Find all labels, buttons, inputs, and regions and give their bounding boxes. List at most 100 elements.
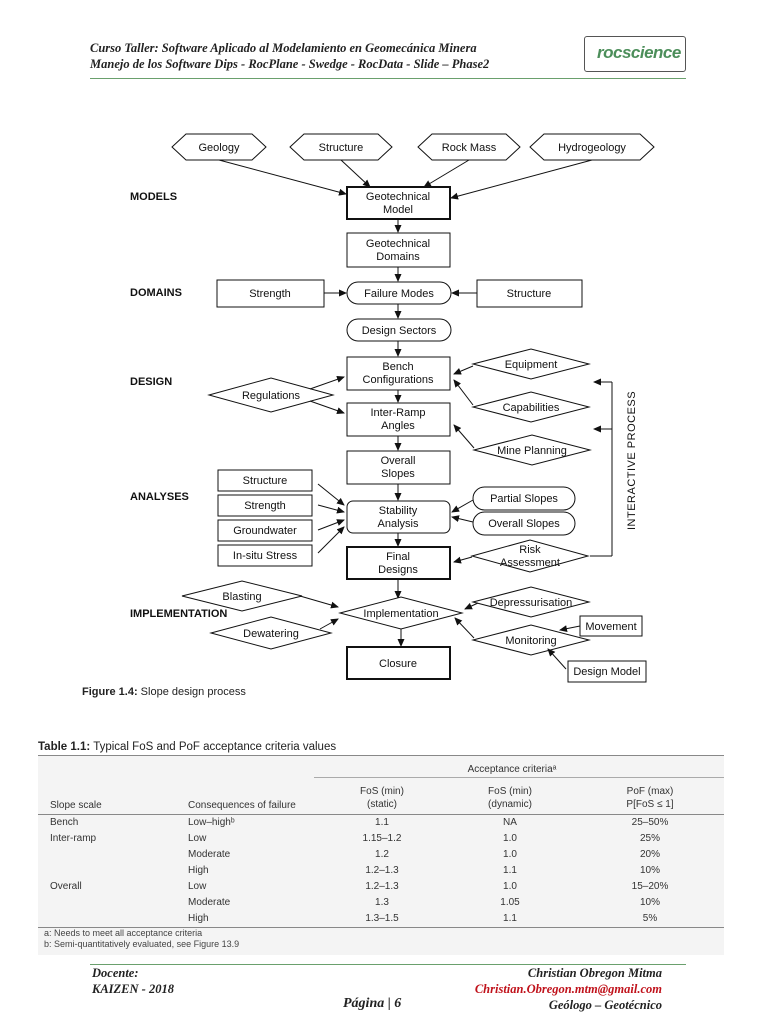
inter-ramp-angles-box bbox=[346, 402, 451, 437]
cell-fos-static: 1.3–1.5 bbox=[365, 913, 399, 924]
cell-consequence: Low–highᵇ bbox=[188, 817, 235, 828]
header-course-title: Curso Taller: Software Aplicado al Model… bbox=[90, 41, 477, 55]
design-sectors-label: Design Sectors bbox=[362, 325, 437, 337]
author-email: Christian.Obregon.mtm@gmail.com bbox=[474, 982, 662, 996]
bench-configurations-box bbox=[346, 356, 451, 391]
strength-input-box bbox=[217, 494, 313, 517]
cell-fos-static: 1.1 bbox=[375, 817, 389, 828]
table-caption-text: Typical FoS and PoF acceptance criteria … bbox=[90, 741, 337, 753]
kaizen-label: KAIZEN - 2018 bbox=[92, 982, 174, 996]
implementation-diamond bbox=[338, 596, 464, 630]
header-software-list: Manejo de los Software Dips - RocPlane -… bbox=[90, 57, 490, 71]
header-fos-dynamic-2: (dynamic) bbox=[488, 799, 532, 810]
depressurisation-diamond bbox=[471, 586, 591, 618]
partial-slopes-label: Partial Slopes bbox=[490, 493, 558, 505]
stability-analysis-line2: Analysis bbox=[378, 518, 419, 530]
mine-planning-label: Mine Planning bbox=[497, 445, 567, 457]
cell-pof: 25% bbox=[639, 833, 661, 844]
cell-slope-scale: Inter-ramp bbox=[50, 833, 97, 844]
hydrogeology-hexagon bbox=[529, 133, 655, 161]
design-model-box bbox=[567, 660, 647, 683]
closure-box bbox=[346, 646, 451, 680]
header-pof-1: PoF (max) bbox=[626, 786, 674, 797]
rocscience-logo: rocscience bbox=[584, 36, 686, 72]
mine-planning-diamond bbox=[472, 434, 592, 466]
design-model-label: Design Model bbox=[573, 666, 640, 678]
strength-box bbox=[216, 279, 325, 308]
regulations-label: Regulations bbox=[242, 390, 301, 402]
strength-input-label: Strength bbox=[244, 500, 286, 512]
strength-label: Strength bbox=[249, 288, 291, 300]
rock-mass-hexagon bbox=[417, 133, 521, 161]
acceptance-criteria-table: Acceptance criteriaᵃ Slope scale Consequ… bbox=[38, 755, 724, 955]
cell-pof: 5% bbox=[642, 913, 658, 924]
cell-fos-static: 1.3 bbox=[375, 897, 389, 908]
structure-box bbox=[476, 279, 583, 308]
slope-design-flowchart: MODELS DOMAINS DESIGN ANALYSES IMPLEMENT… bbox=[130, 133, 655, 683]
header-fos-static-1: FoS (min) bbox=[360, 786, 404, 797]
depressurisation-label: Depressurisation bbox=[490, 597, 573, 609]
cell-consequence: Moderate bbox=[188, 897, 231, 908]
failure-modes-label: Failure Modes bbox=[364, 288, 434, 300]
capabilities-diamond bbox=[471, 391, 591, 423]
table-caption: Table 1.1: Typical FoS and PoF acceptanc… bbox=[38, 741, 336, 753]
cell-pof: 15–20% bbox=[631, 881, 669, 892]
table-top-rule bbox=[38, 755, 724, 756]
acceptance-criteria-header: Acceptance criteriaᵃ bbox=[467, 764, 557, 775]
implementation-label: Implementation bbox=[363, 608, 438, 620]
closure-label: Closure bbox=[379, 658, 417, 670]
bench-configurations-line1: Bench bbox=[382, 361, 413, 373]
structure-label: Structure bbox=[319, 142, 364, 154]
cell-consequence: High bbox=[188, 913, 209, 924]
cell-fos-dynamic: 1.0 bbox=[503, 833, 517, 844]
logo-text: rocscience bbox=[597, 43, 681, 62]
equipment-label: Equipment bbox=[505, 359, 558, 371]
inter-ramp-angles-line1: Inter-Ramp bbox=[370, 407, 425, 419]
stage-implementation: IMPLEMENTATION bbox=[130, 608, 227, 620]
overall-slopes-ellipse-label: Overall Slopes bbox=[488, 518, 560, 530]
blasting-label: Blasting bbox=[222, 591, 261, 603]
structure-input-box bbox=[217, 469, 313, 492]
bench-configurations-line2: Configurations bbox=[363, 374, 434, 386]
design-sectors-ellipse bbox=[346, 318, 452, 342]
geology-hexagon bbox=[171, 133, 267, 161]
in-situ-stress-input-label: In-situ Stress bbox=[233, 550, 298, 562]
header-pof-2: P[FoS ≤ 1] bbox=[626, 799, 674, 810]
geotechnical-model-line1: Geotechnical bbox=[366, 191, 430, 203]
table-note-a: a: Needs to meet all acceptance criteria bbox=[44, 928, 203, 938]
cell-pof: 10% bbox=[639, 897, 661, 908]
footer-divider bbox=[90, 964, 686, 965]
geology-label: Geology bbox=[199, 142, 240, 154]
cell-consequence: Low bbox=[188, 833, 207, 844]
cell-fos-static: 1.2–1.3 bbox=[365, 865, 399, 876]
cell-fos-dynamic: 1.1 bbox=[503, 913, 517, 924]
cell-fos-dynamic: 1.0 bbox=[503, 881, 517, 892]
cell-pof: 25–50% bbox=[631, 817, 669, 828]
structure-hexagon bbox=[289, 133, 393, 161]
page-header: Curso Taller: Software Aplicado al Model… bbox=[90, 40, 590, 72]
figure-caption: Figure 1.4: Slope design process bbox=[82, 686, 246, 698]
interactive-process-label: INTERACTIVE PROCESS bbox=[626, 391, 638, 530]
risk-assessment-line1: Risk bbox=[519, 544, 541, 556]
author-name: Christian Obregon Mitma bbox=[527, 966, 662, 980]
cell-pof: 20% bbox=[639, 849, 661, 860]
risk-assessment-diamond bbox=[470, 539, 590, 573]
cell-fos-static: 1.2–1.3 bbox=[365, 881, 399, 892]
monitoring-diamond bbox=[471, 624, 591, 656]
cell-fos-static: 1.2 bbox=[375, 849, 389, 860]
capabilities-label: Capabilities bbox=[503, 402, 560, 414]
figure-caption-text: Slope design process bbox=[137, 686, 246, 698]
geotechnical-domains-line2: Domains bbox=[376, 251, 420, 263]
cell-consequence: High bbox=[188, 865, 209, 876]
header-divider bbox=[90, 78, 686, 79]
blasting-diamond bbox=[181, 580, 303, 612]
structure-box-label: Structure bbox=[507, 288, 552, 300]
geotechnical-domains-line1: Geotechnical bbox=[366, 238, 430, 250]
cell-consequence: Moderate bbox=[188, 849, 231, 860]
table-notes: a: Needs to meet all acceptance criteria… bbox=[44, 928, 239, 950]
table-note-b: b: Semi-quantitatively evaluated, see Fi… bbox=[44, 939, 240, 949]
rock-mass-label: Rock Mass bbox=[442, 142, 497, 154]
cell-fos-static: 1.15–1.2 bbox=[362, 833, 402, 844]
overall-slopes-line1: Overall bbox=[381, 455, 416, 467]
cell-fos-dynamic: 1.0 bbox=[503, 849, 517, 860]
